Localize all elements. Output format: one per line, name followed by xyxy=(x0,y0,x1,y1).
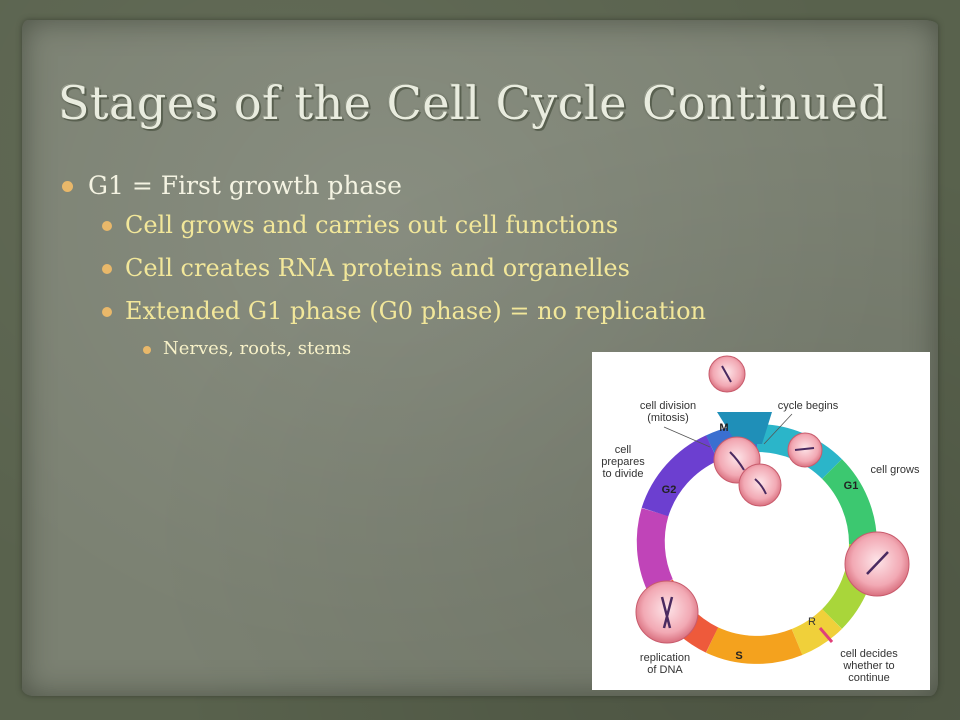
phase-s-label: S xyxy=(735,650,743,662)
phase-m-label: M xyxy=(719,422,729,434)
sub-bullet-1: Cell grows and carries out cell function… xyxy=(58,204,918,247)
sub-sub-bullet: Nerves, roots, stems xyxy=(58,333,918,365)
slide-title: Stages of the Cell Cycle Continued xyxy=(58,76,889,130)
phase-g2-label: G2 xyxy=(661,484,677,496)
restriction-marker xyxy=(818,627,834,643)
bullet-dot-icon xyxy=(102,307,112,317)
mitosis-wedge xyxy=(717,412,772,444)
bullet-text: G1 = First growth phase xyxy=(88,171,402,200)
label-cell-division: cell division (mitosis) xyxy=(639,400,697,424)
bullet-dot-icon xyxy=(143,346,151,354)
bullet-dot-icon xyxy=(102,264,112,274)
sub-bullet-2: Cell creates RNA proteins and organelles xyxy=(58,247,918,290)
phase-g1-label: G1 xyxy=(843,480,859,492)
phase-r-label: R xyxy=(808,616,816,628)
bullet-list: G1 = First growth phase Cell grows and c… xyxy=(58,168,918,365)
bullet-g1: G1 = First growth phase xyxy=(58,168,918,204)
bullet-dot-icon xyxy=(62,181,73,192)
label-replication: replication of DNA xyxy=(639,652,691,676)
sub-bullet-text: Cell grows and carries out cell function… xyxy=(125,211,619,239)
sub-bullet-3: Extended G1 phase (G0 phase) = no replic… xyxy=(58,290,918,333)
label-cycle-begins: cycle begins xyxy=(777,400,839,412)
cell-cycle-svg xyxy=(635,355,910,664)
bullet-dot-icon xyxy=(102,221,112,231)
label-cell-prepares: cell prepares to divide xyxy=(601,444,645,480)
sub-bullet-text: Cell creates RNA proteins and organelles xyxy=(125,254,630,282)
leader-lines xyxy=(663,413,793,448)
label-cell-grows: cell grows xyxy=(870,464,920,476)
label-cell-decides: cell decides whether to continue xyxy=(840,648,898,684)
cell-cycle-diagram: cell division (mitosis) cycle begins cel… xyxy=(592,352,930,690)
cell-icons xyxy=(635,355,910,644)
sub-sub-bullet-text: Nerves, roots, stems xyxy=(163,338,352,359)
sub-bullet-text: Extended G1 phase (G0 phase) = no replic… xyxy=(125,297,706,325)
